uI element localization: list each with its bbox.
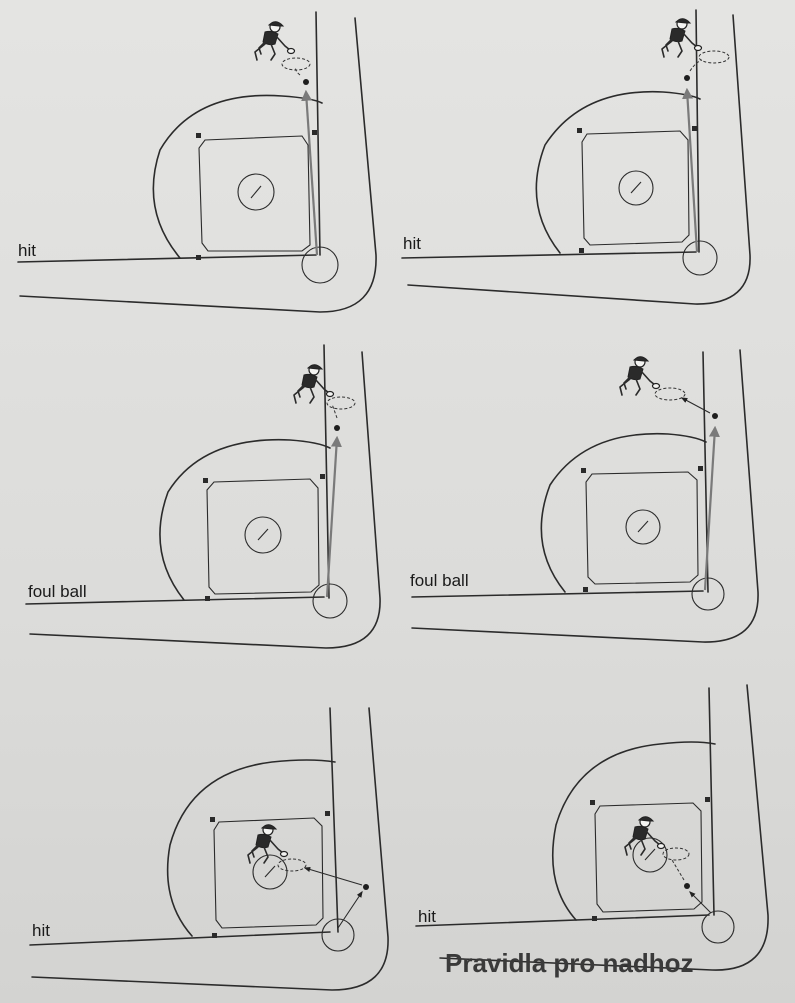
panel-2-label: hit [403, 234, 421, 253]
panel-1: hit [17, 11, 377, 313]
panel-4-label: foul ball [410, 571, 469, 590]
infield-arc [152, 94, 323, 259]
panel-3: foul ball [25, 344, 381, 649]
panel-5-label: hit [32, 921, 50, 940]
panel-1-label: hit [18, 241, 36, 260]
panel-4: foul ball [410, 349, 759, 643]
outfield-wall [19, 17, 377, 313]
panel-6: hit [415, 684, 769, 971]
panel-6-label: hit [418, 907, 436, 926]
panel-3-label: foul ball [28, 582, 87, 601]
panel-2: hit [401, 9, 751, 305]
panel-5: hit [29, 707, 389, 991]
section-heading: Pravidla pro nadhoz [445, 948, 694, 978]
